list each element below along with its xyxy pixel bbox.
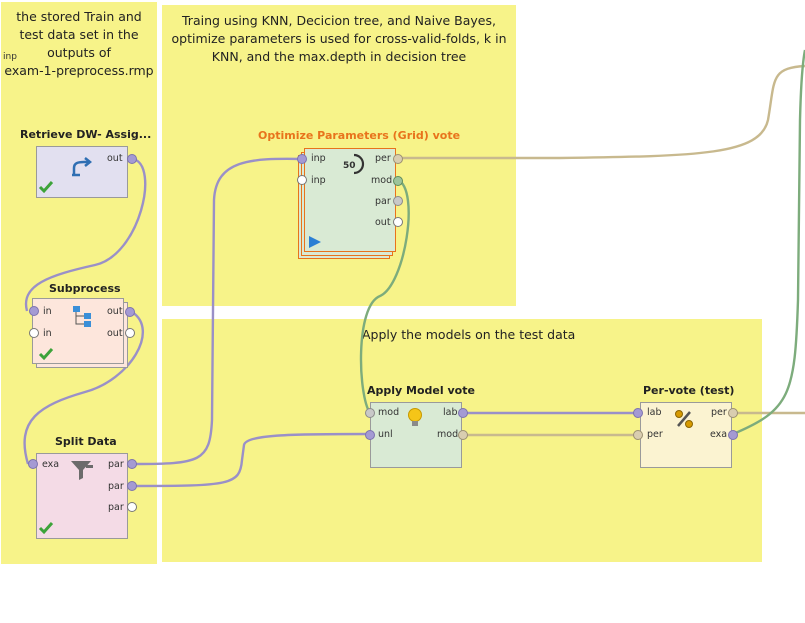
apply-mod-in-port[interactable]	[365, 408, 375, 418]
percent-icon	[675, 410, 693, 428]
apply-unl-label: unl	[378, 429, 393, 440]
lightbulb-icon	[408, 408, 422, 426]
perf-per-in-port[interactable]	[633, 430, 643, 440]
retrieve-out-label: out	[107, 153, 123, 164]
optimize-loop-icon: 50	[343, 153, 365, 175]
split-par-label-3: par	[108, 502, 124, 513]
note-bottom-text: Apply the models on the test data	[362, 327, 576, 342]
optimize-per-port[interactable]	[393, 154, 403, 164]
perf-per-out-label: per	[711, 407, 727, 418]
wire-optimize-per-out	[400, 64, 805, 160]
split-exa-port[interactable]	[28, 459, 38, 469]
optimize-inp-label-2: inp	[311, 175, 326, 186]
optimize-mod-label: mod	[371, 175, 393, 186]
perf-operator[interactable]	[640, 402, 732, 468]
wire-retrieve-to-subprocess	[24, 157, 147, 312]
apply-lab-label: lab	[443, 407, 458, 418]
retrieve-out-port[interactable]	[127, 154, 137, 164]
subprocess-in-port-2[interactable]	[29, 328, 39, 338]
subprocess-in-label-1: in	[43, 306, 52, 317]
optimize-par-port[interactable]	[393, 196, 403, 206]
wire-perf-exa-out	[732, 49, 805, 436]
perf-exa-label: exa	[710, 429, 728, 440]
filter-funnel-icon	[71, 461, 93, 480]
subprocess-check-icon	[38, 348, 54, 361]
subprocess-tree-icon	[73, 306, 91, 327]
subprocess-in-label-2: in	[43, 328, 52, 339]
apply-mod-out-label: mod	[437, 429, 459, 440]
split-par-label-1: par	[108, 459, 124, 470]
perf-per-in-label: per	[647, 429, 663, 440]
optimize-mod-port[interactable]	[393, 176, 403, 186]
optimize-operator[interactable]	[304, 148, 396, 252]
retrieve-title[interactable]: Retrieve DW- Assig...	[20, 128, 152, 141]
optimize-inp-label-1: inp	[311, 153, 326, 164]
perf-lab-label: lab	[647, 407, 662, 418]
note-left-text: the stored Train and test data set in th…	[4, 9, 154, 78]
retrieve-check-icon	[38, 181, 54, 194]
subprocess-out-port-2[interactable]	[125, 328, 135, 338]
retrieve-arrow-icon	[72, 157, 93, 177]
perf-exa-port[interactable]	[728, 430, 738, 440]
wire-subprocess-to-split	[23, 310, 144, 465]
perf-per-out-port[interactable]	[728, 408, 738, 418]
split-exa-label: exa	[42, 459, 60, 470]
subprocess-title[interactable]: Subprocess	[49, 282, 121, 295]
perf-title[interactable]: Per-vote (test)	[643, 384, 735, 397]
optimize-badge: 50	[343, 161, 356, 171]
optimize-title[interactable]: Optimize Parameters (Grid) vote	[258, 129, 461, 142]
note-top-text: Traing using KNN, Decicion tree, and Nai…	[171, 13, 507, 64]
apply-unl-port[interactable]	[365, 430, 375, 440]
optimize-inp-port-1[interactable]	[297, 154, 307, 164]
apply-mod-in-label: mod	[378, 407, 400, 418]
optimize-par-label: par	[375, 196, 391, 207]
subprocess-out-label-2: out	[107, 328, 123, 339]
optimize-out-label: out	[375, 217, 391, 228]
optimize-inp-port-2[interactable]	[297, 175, 307, 185]
wire-split-to-optimize	[132, 157, 303, 466]
retrieve-operator[interactable]	[36, 146, 128, 198]
split-par-label-2: par	[108, 481, 124, 492]
note-left-inp-label: inp	[3, 52, 17, 62]
play-icon[interactable]	[307, 234, 323, 250]
subprocess-out-label-1: out	[107, 306, 123, 317]
wire-split-to-apply	[132, 432, 371, 488]
split-par-port-1[interactable]	[127, 459, 137, 469]
optimize-out-port[interactable]	[393, 217, 403, 227]
perf-lab-port[interactable]	[633, 408, 643, 418]
split-check-icon	[38, 522, 54, 535]
apply-mod-out-port[interactable]	[458, 430, 468, 440]
subprocess-out-port-1[interactable]	[125, 307, 135, 317]
split-par-port-2[interactable]	[127, 481, 137, 491]
apply-lab-port[interactable]	[458, 408, 468, 418]
subprocess-in-port-1[interactable]	[29, 306, 39, 316]
split-par-port-3[interactable]	[127, 502, 137, 512]
optimize-per-label: per	[375, 153, 391, 164]
split-title[interactable]: Split Data	[55, 435, 117, 448]
wire-optimize-to-apply	[359, 178, 410, 414]
apply-title[interactable]: Apply Model vote	[367, 384, 475, 397]
